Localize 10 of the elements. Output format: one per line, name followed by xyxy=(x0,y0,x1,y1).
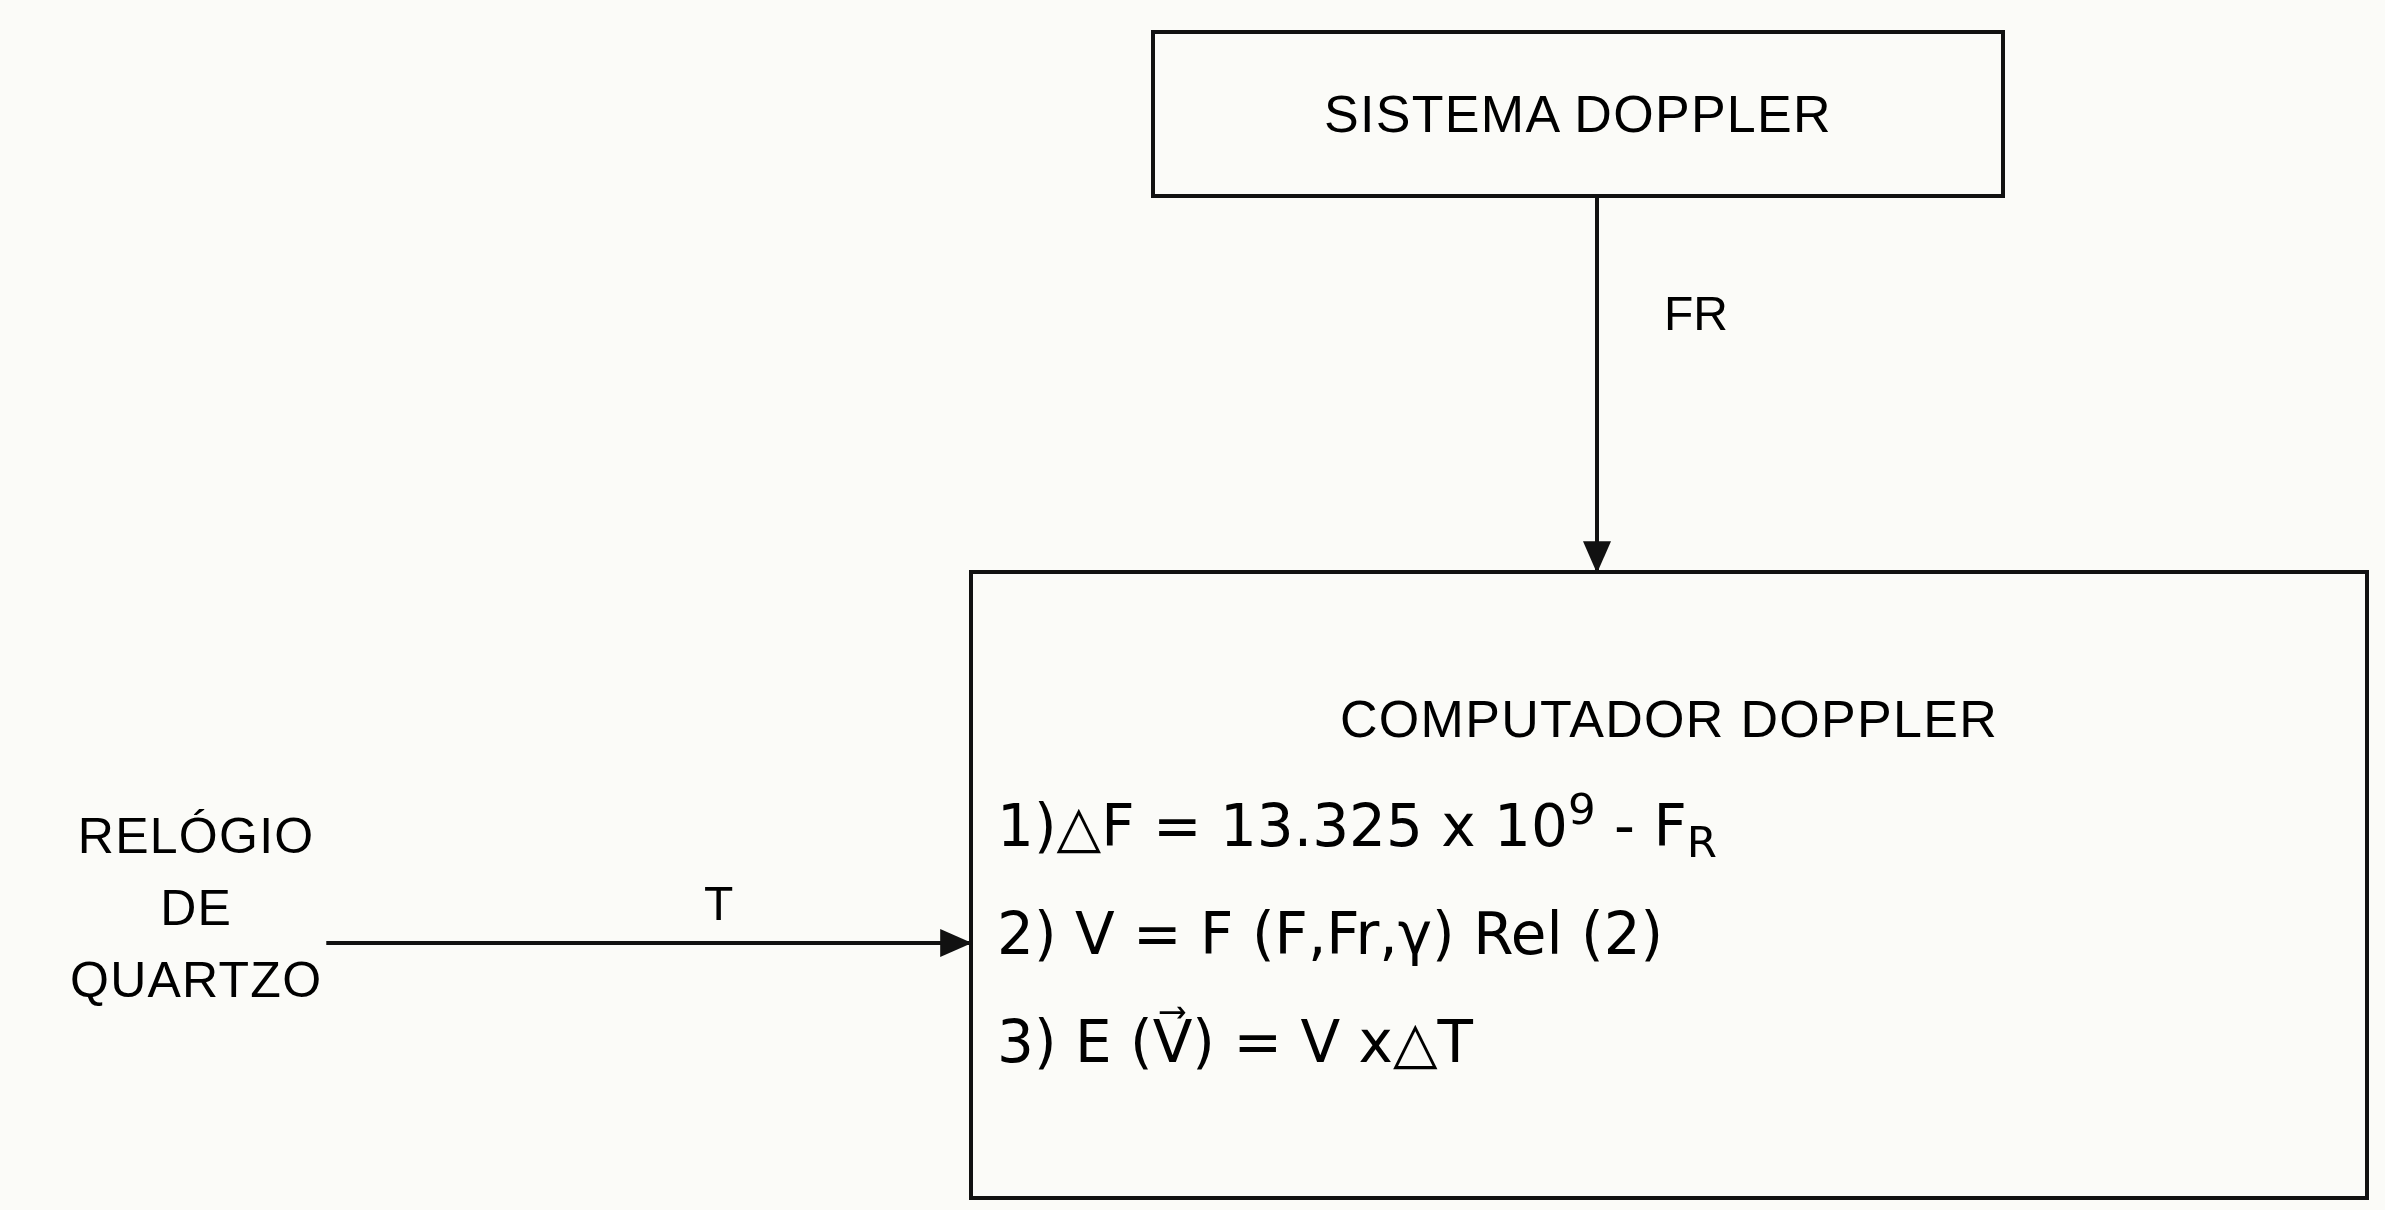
arrow xyxy=(326,929,972,957)
process-box xyxy=(1151,30,2005,198)
process-box xyxy=(969,570,2369,1200)
formula-text: 2) V = F (F,Fr,γ) Rel (2) xyxy=(997,899,1664,970)
formula-text: 1)△F = 13.325 x 10$^{9}$ - F$_{R}$ xyxy=(997,783,1717,869)
node-label: RELÓGIO DE QUARTZO xyxy=(70,807,323,1010)
arrow xyxy=(1583,198,1611,573)
box-title: SISTEMA DOPPLER xyxy=(1324,84,1832,145)
box-title: COMPUTADOR DOPPLER xyxy=(1339,689,1999,750)
formula-text: 3) E (V⃗) = V x△T xyxy=(997,1005,1473,1078)
